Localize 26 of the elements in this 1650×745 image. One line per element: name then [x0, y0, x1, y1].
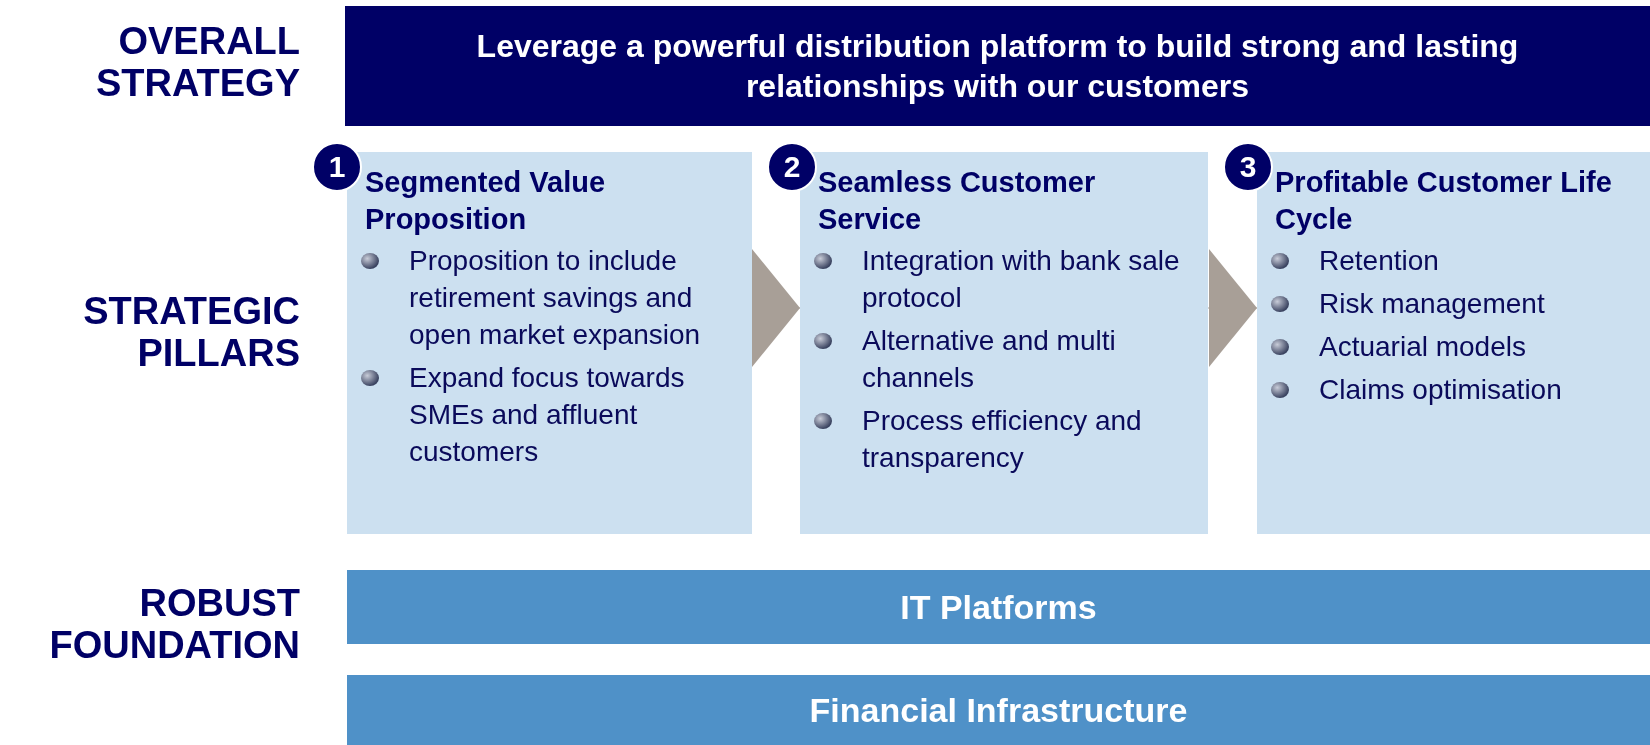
- number-circle: 3: [1223, 142, 1273, 192]
- bullet-text: Process efficiency and transparency: [862, 404, 1143, 475]
- bullet-text: Actuarial models: [1319, 330, 1527, 364]
- pillar-heading: Seamless Customer Service: [818, 165, 1097, 237]
- number-circle: 2: [767, 142, 817, 192]
- bullet-text: Expand focus towards SMEs and affluent customers: [409, 361, 686, 469]
- pillar-box: [1257, 152, 1650, 534]
- foundation-bar: Financial Infrastructure: [347, 675, 1650, 745]
- bullet-text: Retention: [1319, 244, 1440, 278]
- chevron-arrow: [1207, 249, 1258, 367]
- bullet-text: Alternative and multi channels: [862, 324, 1117, 395]
- row-label: ROBUST FOUNDATION: [48, 582, 300, 666]
- pillar-box: [347, 152, 752, 534]
- bullet-text: Integration with bank sale protocol: [862, 244, 1181, 315]
- row-label: STRATEGIC PILLARS: [82, 290, 300, 374]
- row-label: OVERALL STRATEGY: [94, 20, 300, 104]
- pillar-heading: Segmented Value Proposition: [365, 165, 607, 237]
- foundation-bar: IT Platforms: [347, 570, 1650, 644]
- number-circle: 1: [312, 142, 362, 192]
- bullet-text: Proposition to include retirement savings and open market expansion: [409, 244, 702, 352]
- chevron-arrow: [751, 249, 801, 367]
- strategy-banner: Leverage a powerful distribution platform to build strong and lasting relationships with our customers: [345, 6, 1650, 126]
- bullet-text: Claims optimisation: [1319, 373, 1563, 407]
- bullet-text: Risk management: [1319, 287, 1546, 321]
- pillar-box: [800, 152, 1208, 534]
- pillar-heading: Profitable Customer Life Cycle: [1275, 165, 1613, 237]
